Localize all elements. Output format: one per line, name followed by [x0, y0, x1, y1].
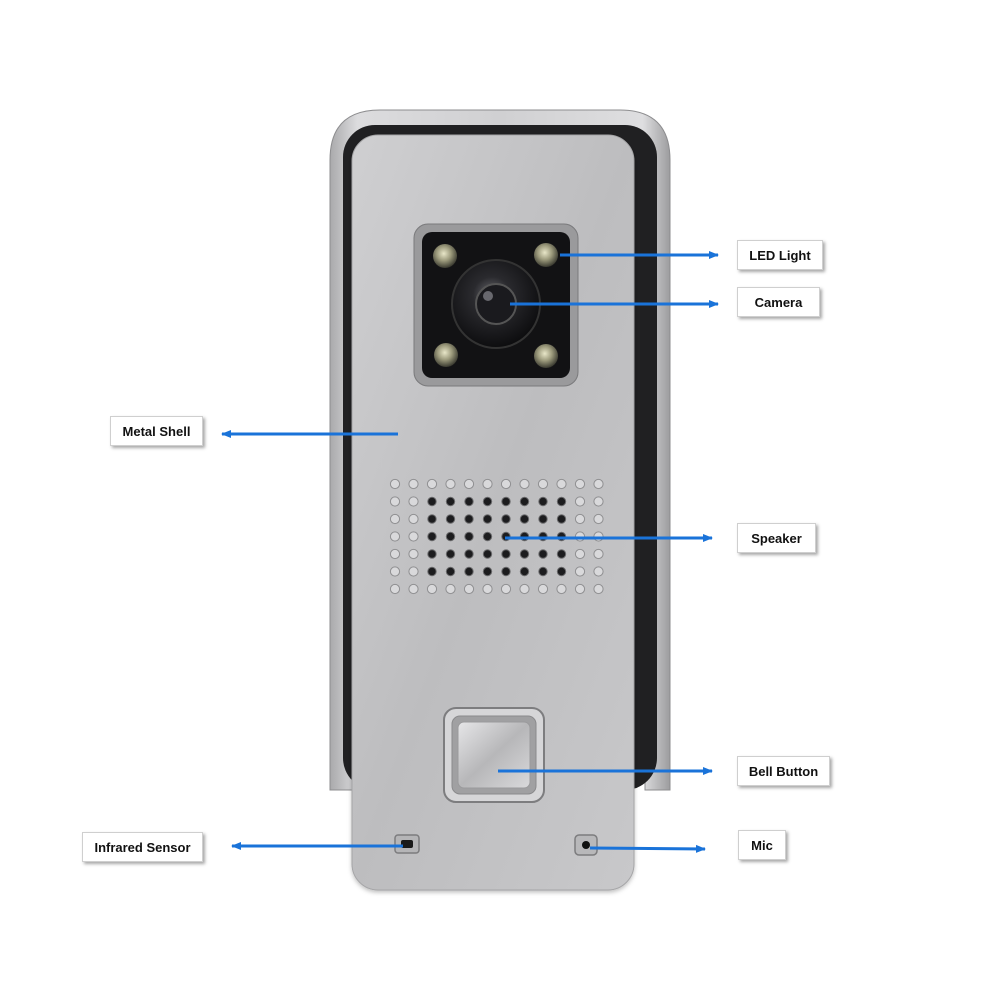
- speaker-hole: [408, 548, 419, 560]
- speaker-hole: [427, 531, 437, 542]
- speaker-hole: [445, 583, 456, 595]
- speaker-hole: [464, 566, 474, 577]
- speaker-hole: [519, 514, 530, 524]
- speaker-hole: [556, 514, 567, 524]
- speaker-hole: [445, 496, 456, 507]
- speaker-hole: [519, 583, 530, 595]
- speaker-hole: [538, 514, 548, 524]
- speaker-hole: [482, 514, 493, 524]
- speaker-hole: [482, 478, 493, 490]
- speaker-hole: [574, 583, 586, 595]
- speaker-hole: [445, 531, 456, 542]
- speaker-hole: [463, 583, 475, 595]
- speaker-hole: [482, 583, 493, 595]
- speaker-hole: [408, 531, 419, 542]
- speaker-hole: [574, 566, 586, 577]
- speaker-hole: [482, 531, 493, 542]
- speaker-hole: [389, 496, 401, 507]
- speaker-hole: [556, 549, 567, 559]
- speaker-hole: [593, 478, 604, 490]
- speaker-hole: [408, 496, 419, 507]
- label-led-light: LED Light: [737, 240, 823, 270]
- speaker-hole: [519, 566, 530, 577]
- speaker-hole: [593, 513, 604, 525]
- camera-lens-glint: [483, 291, 493, 301]
- speaker-hole: [501, 496, 511, 507]
- speaker-hole: [426, 478, 438, 490]
- speaker-hole: [574, 478, 586, 490]
- speaker-hole: [482, 566, 493, 577]
- led-light-bottom-right: [534, 344, 558, 368]
- speaker-hole: [408, 513, 419, 525]
- bell-button[interactable]: [457, 721, 531, 789]
- speaker-hole: [427, 496, 437, 507]
- speaker-hole: [389, 478, 401, 490]
- speaker-hole: [464, 496, 474, 507]
- speaker-hole: [501, 566, 511, 577]
- speaker-hole: [593, 566, 604, 577]
- speaker-hole: [408, 583, 419, 595]
- speaker-hole: [538, 566, 548, 577]
- speaker-hole: [482, 549, 493, 559]
- speaker-hole: [389, 513, 401, 525]
- label-infrared-sensor: Infrared Sensor: [82, 832, 203, 862]
- label-camera: Camera: [737, 287, 820, 317]
- led-light-bottom-left: [434, 343, 458, 367]
- label-metal-shell: Metal Shell: [110, 416, 203, 446]
- speaker-hole: [574, 496, 586, 507]
- led-light-top-left: [433, 244, 457, 268]
- arrow-mic: [589, 844, 706, 853]
- speaker-hole: [427, 549, 437, 559]
- speaker-hole: [445, 478, 456, 490]
- label-mic: Mic: [738, 830, 786, 860]
- speaker-hole: [426, 583, 438, 595]
- speaker-hole: [389, 566, 401, 577]
- speaker-hole: [408, 566, 419, 577]
- speaker-hole: [519, 496, 530, 507]
- arrows: [221, 251, 719, 853]
- speaker-hole: [501, 514, 511, 524]
- speaker-hole: [445, 514, 456, 524]
- speaker-hole: [538, 496, 548, 507]
- speaker-hole: [519, 478, 530, 490]
- speaker-hole: [519, 549, 530, 559]
- speaker-hole: [500, 478, 512, 490]
- speaker-hole: [427, 566, 437, 577]
- speaker-hole: [574, 513, 586, 525]
- speaker-hole: [537, 583, 549, 595]
- speaker-hole: [501, 549, 511, 559]
- speaker-hole: [556, 566, 567, 577]
- speaker-hole: [463, 478, 475, 490]
- speaker-hole: [556, 583, 567, 595]
- speaker-hole: [500, 583, 512, 595]
- label-speaker: Speaker: [737, 523, 816, 553]
- speaker-hole: [464, 514, 474, 524]
- mic-hole: [582, 841, 590, 849]
- infrared-sensor: [401, 840, 413, 848]
- speaker-hole: [593, 496, 604, 507]
- speaker-hole: [464, 549, 474, 559]
- speaker-hole: [537, 478, 549, 490]
- speaker-hole: [593, 548, 604, 560]
- speaker-hole: [389, 583, 401, 595]
- speaker-hole: [389, 531, 401, 542]
- label-bell-button: Bell Button: [737, 756, 830, 786]
- speaker-hole: [464, 531, 474, 542]
- speaker-hole: [556, 478, 567, 490]
- speaker-hole: [556, 496, 567, 507]
- led-light-top-right: [534, 243, 558, 267]
- speaker-hole: [408, 478, 419, 490]
- speaker-hole: [593, 583, 604, 595]
- speaker-hole: [445, 549, 456, 559]
- speaker-hole: [427, 514, 437, 524]
- speaker-hole: [445, 566, 456, 577]
- speaker-hole: [538, 549, 548, 559]
- speaker-hole: [389, 548, 401, 560]
- speaker-hole: [574, 548, 586, 560]
- speaker-grille: [389, 478, 604, 595]
- speaker-hole: [482, 496, 493, 507]
